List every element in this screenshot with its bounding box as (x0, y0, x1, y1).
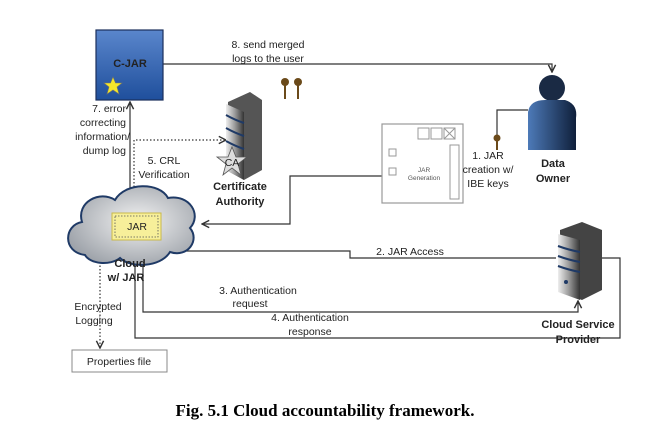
properties-file-box (71, 349, 168, 373)
cjar-label: C-JAR (113, 58, 147, 70)
edge8-label-2: logs to the user (232, 53, 304, 65)
owner-label-1: Data (541, 158, 566, 170)
key-icon (493, 134, 501, 150)
ca-star-icon (215, 145, 249, 177)
jar-box (111, 212, 162, 241)
window-label-1: JAR (418, 167, 431, 174)
edge1-label-2: creation w/ (463, 164, 514, 176)
cjar-box (95, 29, 164, 101)
owner-label-2: Owner (536, 173, 571, 185)
cloud-service-provider-server-icon (557, 222, 602, 300)
edge4-label-1: 4. Authentication (271, 312, 349, 324)
edge-jar-creation (202, 175, 382, 224)
edge5-label-2: Verification (138, 169, 190, 181)
edge7-label-4: dump log (83, 145, 126, 157)
ca-label-1: Certificate (213, 181, 267, 193)
edge5-label-1: 5. CRL (148, 155, 181, 167)
data-owner-person-icon (528, 75, 577, 150)
keys-icon (281, 78, 302, 99)
ca-label-2: Authority (216, 196, 266, 208)
edge7-label-1: 7. error (92, 103, 126, 115)
edge-send-merged-logs (163, 63, 552, 72)
ca-badge-label: CA (225, 157, 240, 169)
edge-auth-request (142, 247, 578, 313)
edge4-label-2: response (288, 326, 331, 338)
edge-auth-response (135, 249, 621, 339)
star-icon (103, 76, 123, 95)
properties-file-label: Properties file (87, 356, 151, 368)
edge7-label-2: correcting (80, 117, 126, 129)
edge1-label-3: IBE keys (467, 178, 508, 190)
csp-label-1: Cloud Service (541, 319, 614, 331)
edge7-label-3: information/ (75, 131, 130, 143)
edge3-label-2: request (232, 298, 267, 310)
jar-label: JAR (127, 221, 147, 233)
logging-label-1: Encrypted (74, 301, 121, 313)
csp-label-2: Provider (556, 334, 601, 346)
edge2-label: 2. JAR Access (376, 246, 444, 258)
edge8-label-1: 8. send merged (232, 39, 305, 51)
edge3-label-1: 3. Authentication (219, 285, 297, 297)
cloud-label-2: w/ JAR (107, 272, 145, 284)
cloud-label-1: Cloud (114, 258, 145, 270)
figure-caption: Fig. 5.1 Cloud accountability framework. (176, 401, 475, 420)
edge-jar-access (154, 251, 556, 259)
edge1-label-1: 1. JAR (472, 150, 504, 162)
edge-owner-key (496, 109, 528, 140)
logging-label-2: Logging (75, 315, 113, 327)
jar-generation-window (381, 123, 464, 204)
window-label-2: Generation (408, 175, 441, 182)
